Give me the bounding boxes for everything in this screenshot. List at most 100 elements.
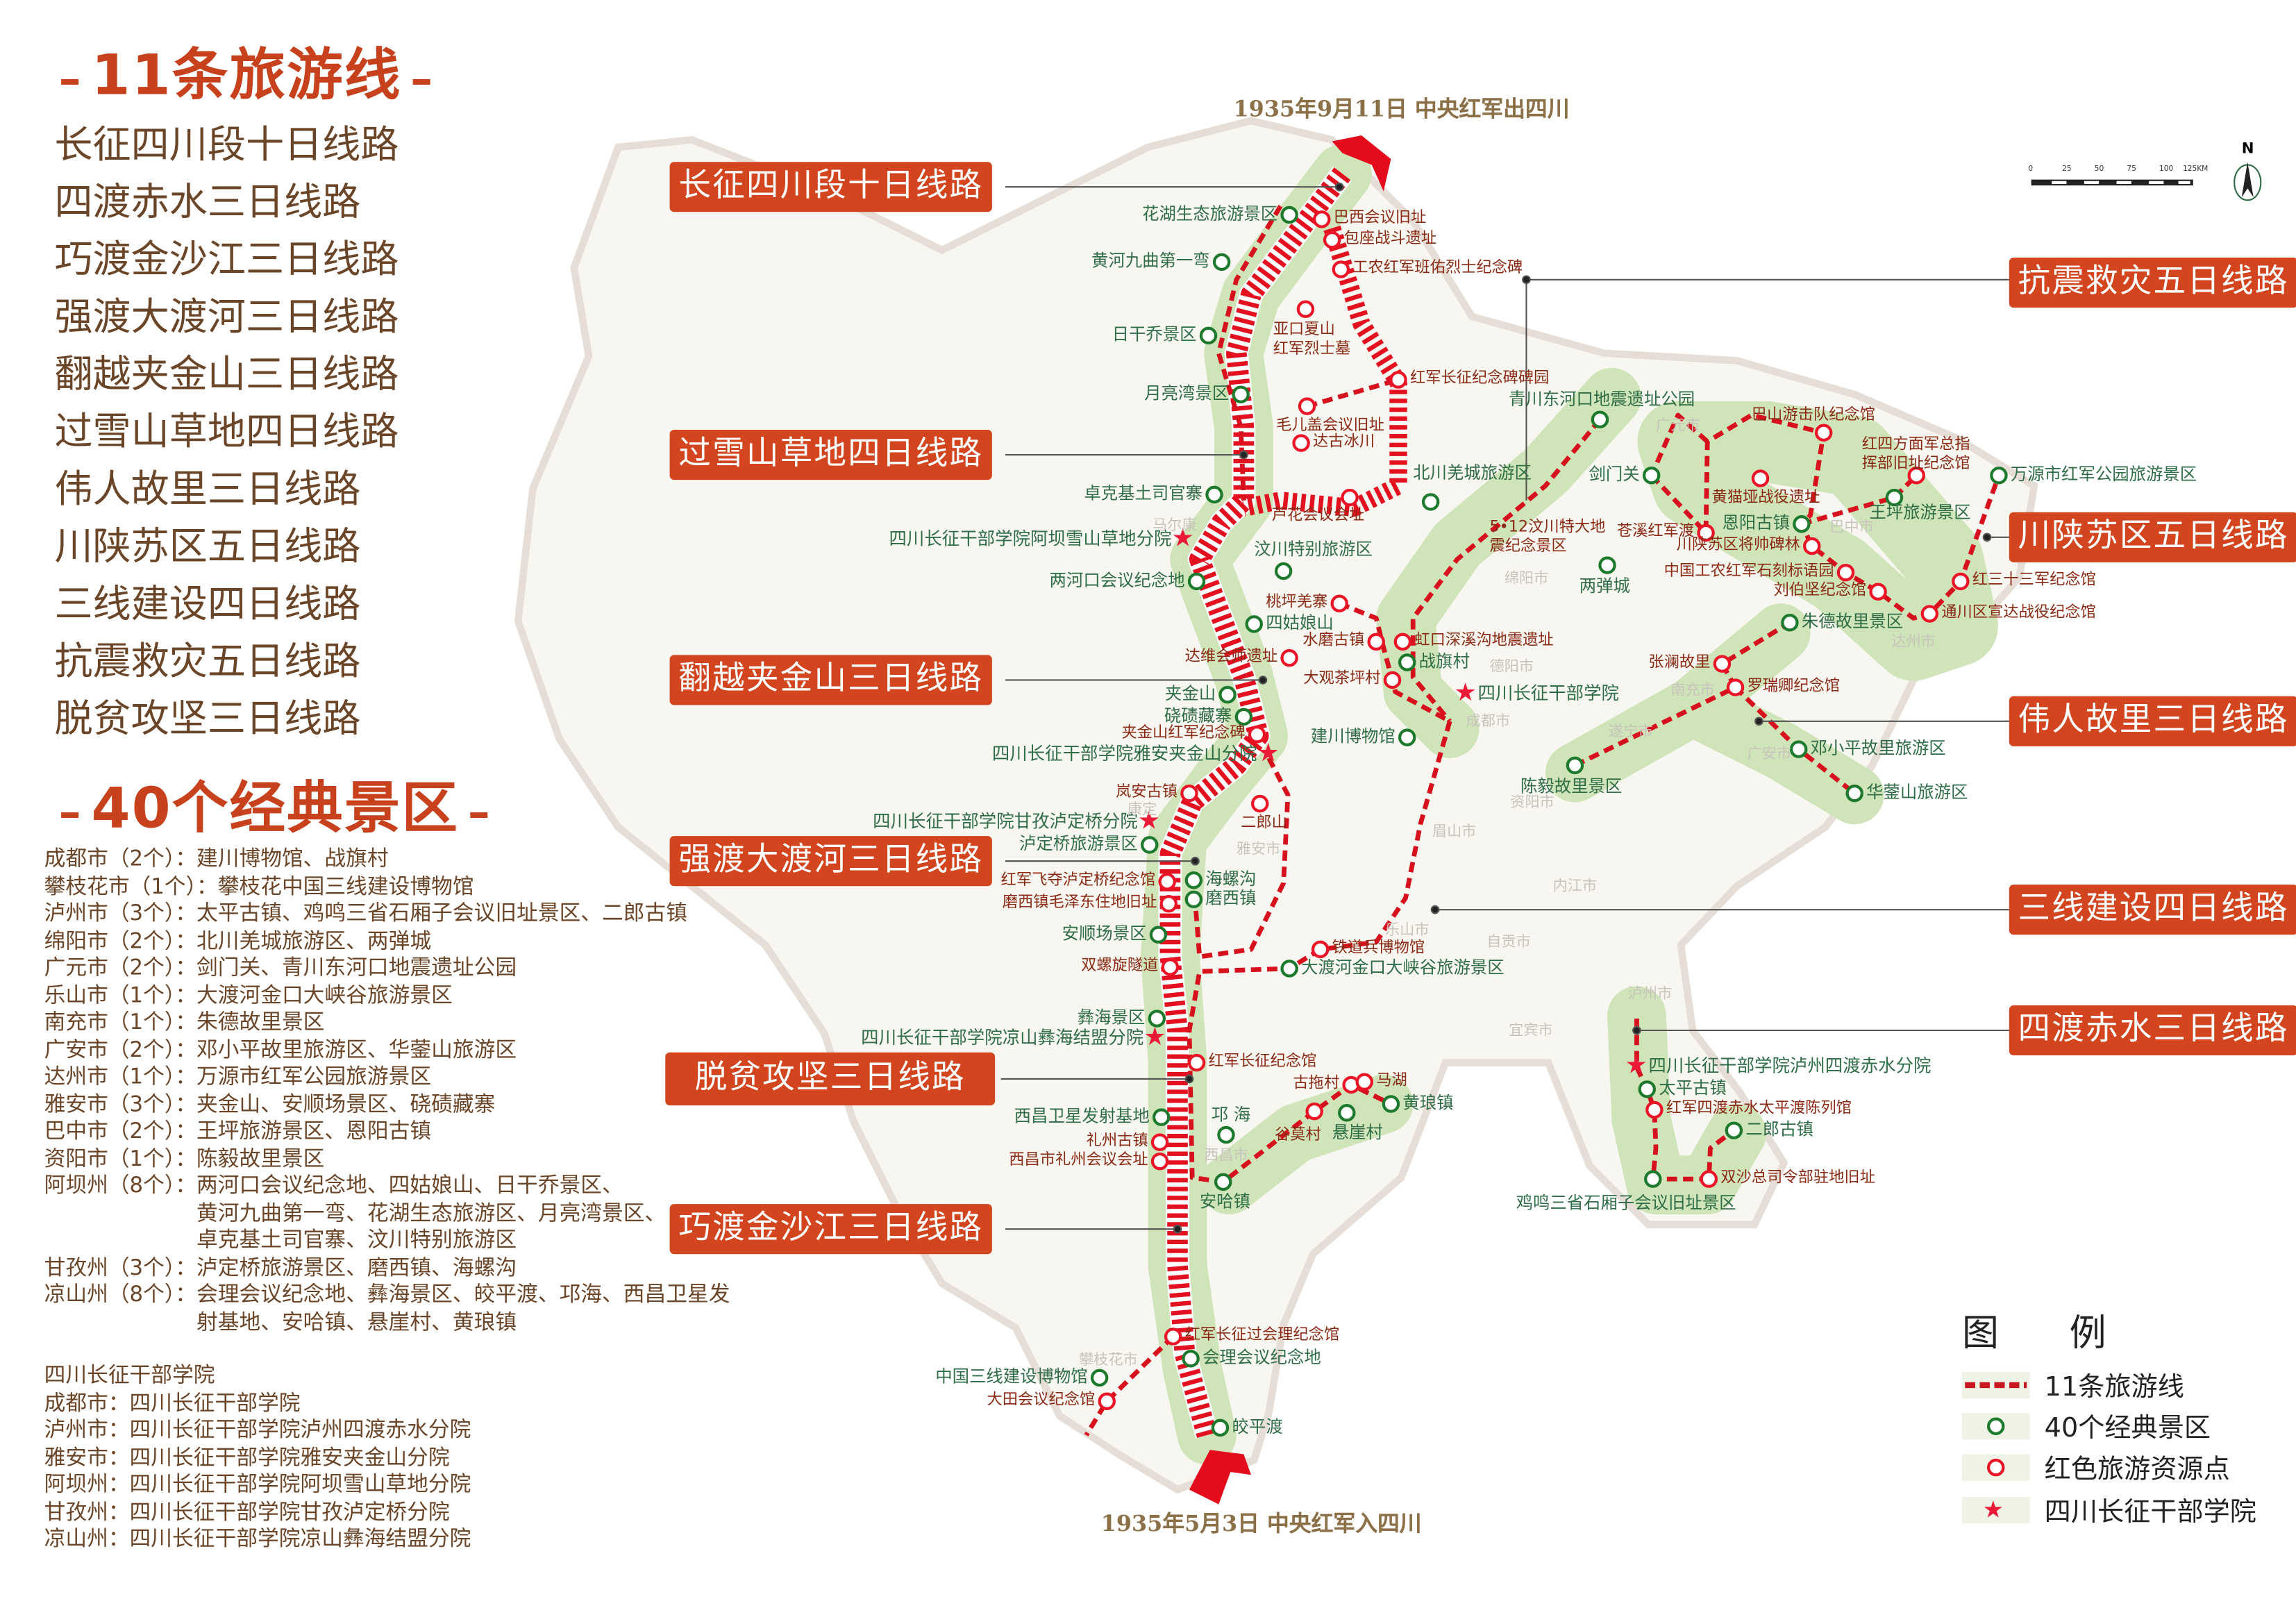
scenic-spot-marker[interactable]	[1382, 1095, 1400, 1113]
red-site-marker[interactable]	[1164, 1328, 1182, 1346]
red-site-marker[interactable]	[1280, 648, 1298, 667]
scenic-spot-marker[interactable]	[1280, 206, 1298, 224]
route-label-box[interactable]: 四渡赤水三日线路	[2009, 1005, 2296, 1056]
red-site-marker[interactable]	[1323, 231, 1341, 249]
scenic-spot-marker[interactable]	[1280, 960, 1298, 978]
scenic-spot-marker[interactable]	[1149, 926, 1168, 944]
scenic-heading: –40个经典景区–	[58, 776, 492, 841]
scenic-spot-marker[interactable]	[1398, 653, 1416, 671]
red-site-marker[interactable]	[1313, 210, 1331, 228]
scenic-spot-marker[interactable]	[1205, 485, 1223, 504]
scenic-spot-marker[interactable]	[1140, 836, 1159, 854]
academy-star-icon[interactable]: ★	[1137, 806, 1161, 837]
scenic-spot-marker[interactable]	[1212, 253, 1231, 271]
red-site-marker[interactable]	[1802, 537, 1821, 555]
red-site-marker[interactable]	[1836, 563, 1855, 582]
red-site-marker[interactable]	[1726, 678, 1745, 696]
red-site-marker[interactable]	[1814, 424, 1833, 442]
academy-star-icon[interactable]: ★	[1454, 678, 1477, 708]
red-site-marker[interactable]	[1158, 873, 1176, 891]
red-site-marker[interactable]	[1248, 726, 1266, 744]
red-site-marker[interactable]	[1150, 1133, 1169, 1151]
scenic-spot-marker[interactable]	[1232, 385, 1250, 403]
red-site-marker[interactable]	[1645, 1100, 1664, 1119]
red-site-marker[interactable]	[1697, 524, 1715, 542]
red-site-marker[interactable]	[1367, 633, 1385, 651]
route-label-box[interactable]: 过雪山草地四日线路	[669, 430, 992, 480]
scenic-spot-marker[interactable]	[1566, 756, 1584, 775]
route-label-box[interactable]: 强渡大渡河三日线路	[669, 836, 992, 887]
red-site-marker[interactable]	[1250, 794, 1269, 813]
red-site-marker[interactable]	[1920, 605, 1939, 623]
academy-star-icon[interactable]: ★	[1257, 739, 1280, 769]
red-site-marker[interactable]	[1330, 594, 1348, 612]
red-site-marker[interactable]	[1311, 940, 1330, 959]
scenic-spot-marker[interactable]	[1218, 685, 1237, 704]
red-site-marker[interactable]	[1305, 1102, 1323, 1121]
red-site-marker[interactable]	[1383, 671, 1402, 689]
scenic-spot-marker[interactable]	[1182, 1350, 1200, 1368]
red-site-marker[interactable]	[1700, 1170, 1718, 1188]
scenic-spot-marker[interactable]	[1725, 1121, 1743, 1139]
red-site-marker[interactable]	[1355, 1073, 1373, 1091]
scenic-spot-marker[interactable]	[1644, 1170, 1662, 1188]
scenic-spot-marker[interactable]	[1421, 493, 1440, 511]
red-site-marker[interactable]	[1098, 1392, 1116, 1410]
scenic-spot-marker[interactable]	[1148, 1010, 1166, 1028]
scenic-spot-marker[interactable]	[1398, 728, 1416, 746]
red-site-marker[interactable]	[1332, 260, 1350, 278]
red-site-marker[interactable]	[1389, 371, 1407, 389]
scenic-spot-marker[interactable]	[1274, 562, 1293, 580]
red-site-marker[interactable]	[1869, 583, 1887, 601]
scenic-spot-marker[interactable]	[1184, 871, 1203, 889]
academy-star-icon[interactable]: ★	[1143, 1023, 1166, 1053]
scenic-spot-marker[interactable]	[1245, 615, 1263, 633]
red-site-marker[interactable]	[1298, 397, 1316, 415]
red-site-marker[interactable]	[1751, 469, 1770, 487]
scenic-spot-marker[interactable]	[1211, 1418, 1230, 1437]
scenic-spot-marker[interactable]	[1638, 1080, 1656, 1098]
scenic-spot-marker[interactable]	[1642, 467, 1661, 485]
route-label-box[interactable]: 翻越夹金山三日线路	[669, 655, 992, 705]
red-site-marker[interactable]	[1159, 894, 1178, 913]
scenic-spot-marker[interactable]	[1591, 410, 1609, 428]
city-label: 广元市	[1655, 418, 1700, 435]
red-site-marker[interactable]	[1907, 467, 1925, 485]
scenic-spot-marker[interactable]	[1217, 1125, 1235, 1144]
red-site-marker[interactable]	[1292, 434, 1310, 452]
red-site-marker[interactable]	[1187, 1053, 1206, 1072]
route-label-box[interactable]: 脱贫攻坚三日线路	[665, 1052, 996, 1106]
red-site-marker[interactable]	[1150, 1152, 1169, 1171]
red-site-marker[interactable]	[1713, 655, 1732, 673]
scenic-spot-marker[interactable]	[1184, 890, 1203, 909]
scenic-spot-marker[interactable]	[1845, 784, 1863, 803]
scenic-spot-marker[interactable]	[1885, 488, 1904, 507]
scenic-spot-marker[interactable]	[1187, 572, 1206, 591]
route-label-box[interactable]: 巧渡金沙江三日线路	[669, 1204, 992, 1255]
academy-star-icon[interactable]: ★	[1171, 524, 1194, 554]
red-site-marker[interactable]	[1296, 300, 1315, 318]
scenic-spot-marker[interactable]	[1199, 326, 1218, 345]
scenic-spot-marker[interactable]	[1781, 614, 1799, 632]
scenic-spot-marker[interactable]	[1152, 1108, 1171, 1126]
route-label-box[interactable]: 三线建设四日线路	[2009, 885, 2296, 935]
red-site-marker[interactable]	[1180, 784, 1198, 803]
scenic-spot-marker[interactable]	[1990, 467, 2008, 485]
route-label-box[interactable]: 川陕苏区五日线路	[2009, 512, 2296, 562]
route-label-box[interactable]: 抗震救灾五日线路	[2009, 257, 2296, 308]
scenic-spot-marker[interactable]	[1598, 556, 1616, 574]
route-label-box[interactable]: 长征四川段十日线路	[669, 162, 992, 212]
scenic-spot-marker[interactable]	[1338, 1103, 1356, 1122]
scenic-spot-marker[interactable]	[1234, 708, 1253, 726]
red-site-marker[interactable]	[1952, 572, 1970, 591]
scenic-spot-marker[interactable]	[1789, 740, 1808, 758]
scenic-spot-marker[interactable]	[1090, 1368, 1109, 1387]
leader-dot	[1184, 1074, 1194, 1084]
red-site-marker[interactable]	[1341, 488, 1359, 507]
scenic-spot-marker[interactable]	[1793, 514, 1811, 533]
red-site-marker[interactable]	[1161, 958, 1180, 976]
scenic-spot-marker[interactable]	[1214, 1173, 1232, 1191]
route-label-box[interactable]: 伟人故里三日线路	[2009, 696, 2296, 746]
academy-star-icon[interactable]: ★	[1625, 1050, 1648, 1081]
red-site-marker[interactable]	[1393, 633, 1412, 651]
